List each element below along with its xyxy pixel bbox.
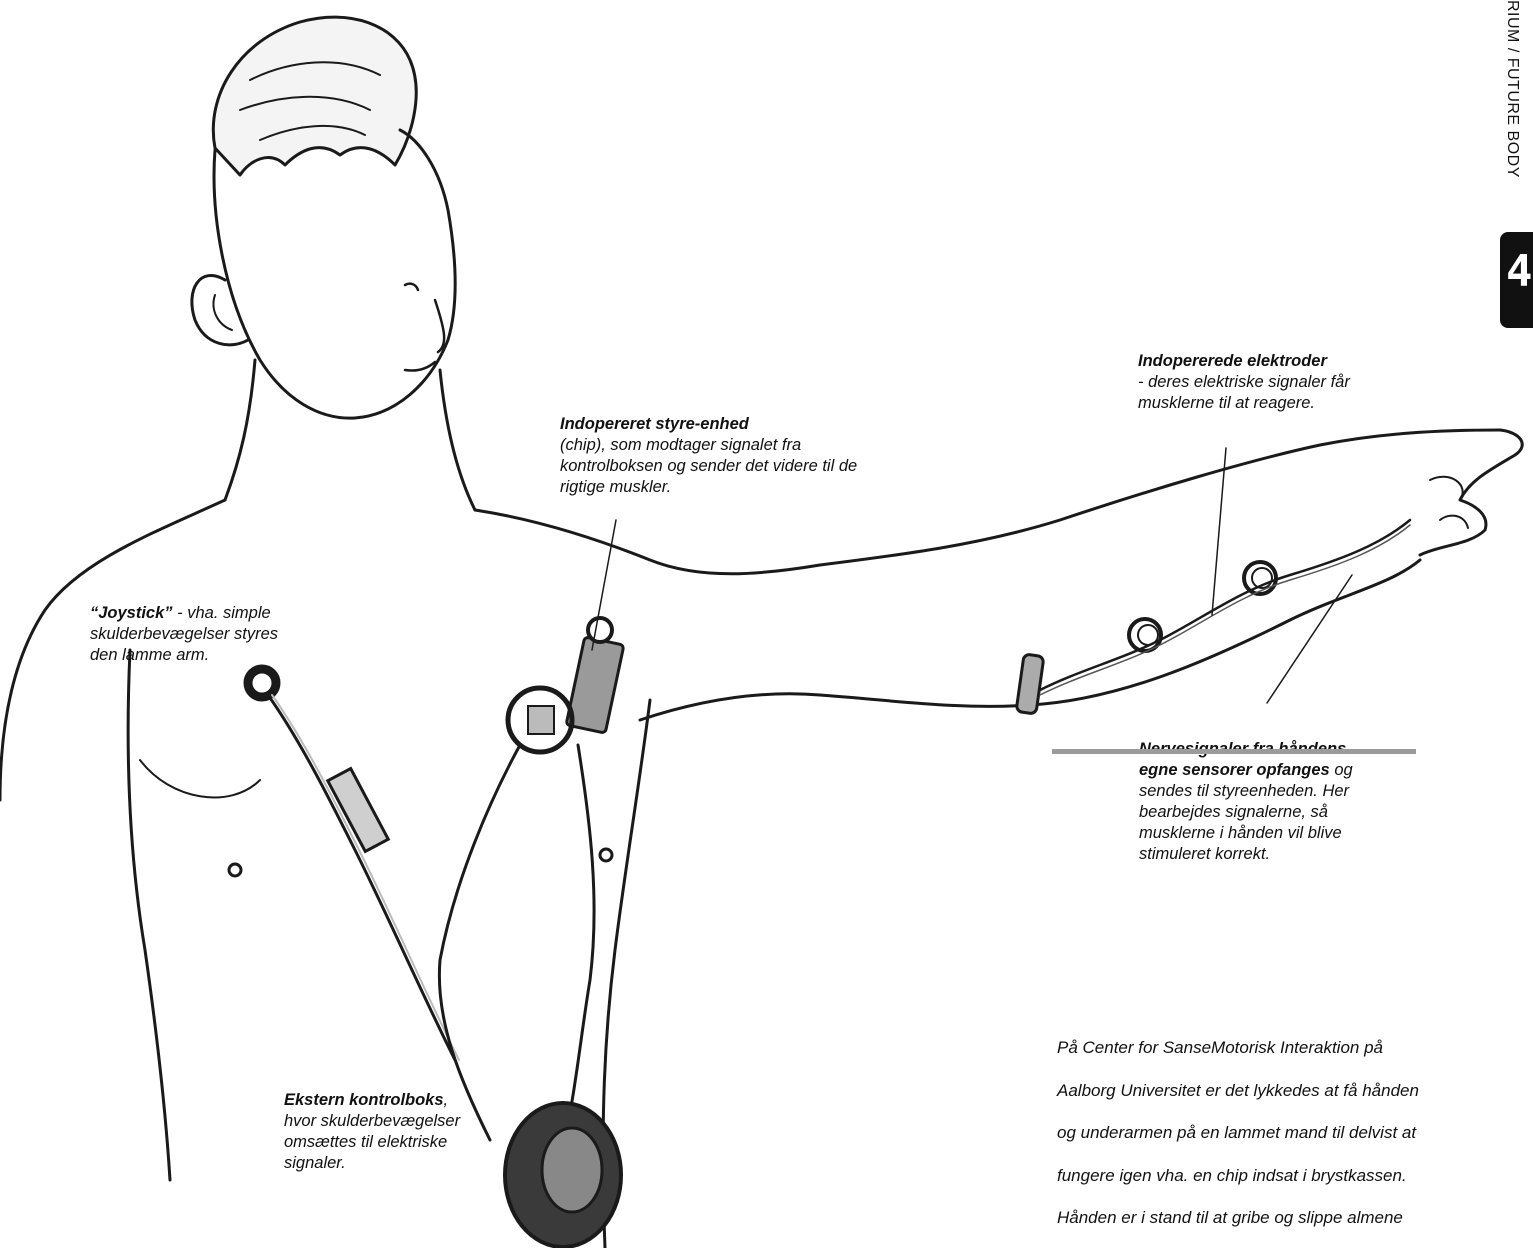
label-electrodes-text: - deres elektriske signaler får musklern… (1138, 373, 1350, 412)
divider-rule (1052, 749, 1416, 754)
label-nerve: Nervesignaler fra håndens egne sensorer … (1139, 739, 1379, 865)
joystick-icon (248, 669, 276, 697)
chip-icon (566, 637, 624, 733)
label-chip-title: Indopereret styre-enhed (560, 415, 749, 433)
ear (192, 276, 248, 345)
head (214, 130, 455, 418)
label-electrodes-title: Indopererede elektroder (1138, 352, 1327, 370)
torso-right (475, 510, 820, 574)
label-joystick: “Joystick” - vha. simple skulderbevægels… (90, 603, 305, 666)
label-nerve-title: Nervesignaler fra håndens egne sensorer … (1139, 740, 1346, 779)
page-number-tab: 41 (1500, 232, 1533, 328)
hand (1420, 430, 1522, 555)
body-paragraph: På Center for SanseMotorisk Interaktion … (1057, 1027, 1427, 1240)
label-control-box-title: Ekstern kontrolboks (284, 1091, 444, 1109)
neck (225, 360, 255, 500)
label-electrodes: Indopererede elektroder - deres elektris… (1138, 351, 1368, 414)
running-head: RIUM / FUTURE BODY (1503, 0, 1521, 178)
page-number: 41 (1506, 246, 1533, 297)
running-head-area: RIUM / FUTURE BODY 41 (1493, 0, 1533, 330)
label-chip-text: (chip), som modtager signalet fra kontro… (560, 436, 857, 496)
label-chip: Indopereret styre-enhed (chip), som modt… (560, 414, 860, 498)
label-joystick-title: “Joystick” (90, 604, 173, 622)
label-control-box: Ekstern kontrolboks, hvor skulderbevægel… (284, 1090, 464, 1174)
